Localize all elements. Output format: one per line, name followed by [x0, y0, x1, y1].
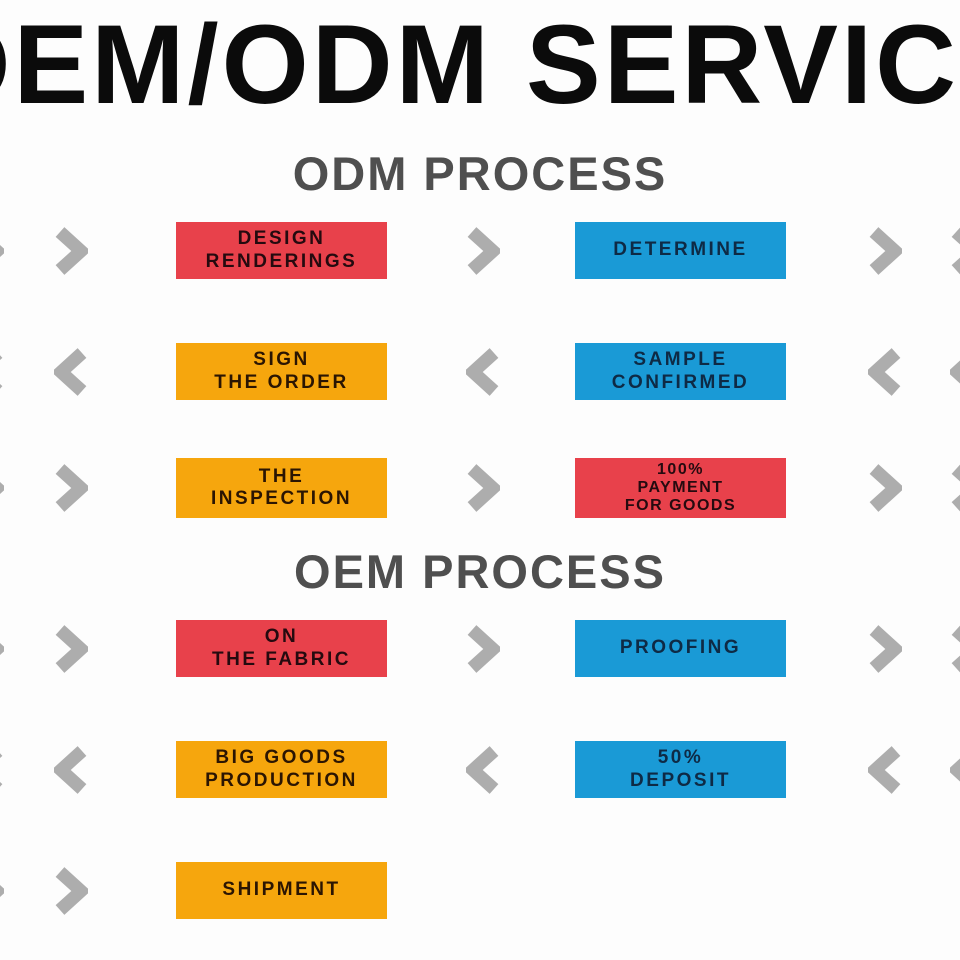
step-on-the-fabric: ON THE FABRIC — [176, 620, 387, 677]
chevron-right-icon — [0, 464, 4, 512]
chevron-left-icon — [0, 745, 4, 794]
section-heading-oem: OEM PROCESS — [294, 545, 666, 598]
step-label: ON THE FABRIC — [212, 626, 351, 670]
chevron-right-icon — [950, 464, 960, 512]
chevron-right-icon — [54, 226, 88, 275]
chevron-right-icon — [950, 625, 960, 673]
chevron-left-icon — [54, 745, 88, 794]
step-big-goods-production: BIG GOODS PRODUCTION — [176, 741, 387, 798]
chevron-right-icon — [868, 624, 902, 673]
chevron-left-icon — [868, 347, 902, 396]
step-label: 100% PAYMENT FOR GOODS — [624, 461, 737, 514]
step-50-percent-deposit: 50% DEPOSIT — [575, 741, 786, 798]
process-row: SIGN THE ORDER SAMPLE CONFIRMED — [0, 343, 960, 400]
step-label: PROOFING — [619, 637, 742, 659]
process-row: SHIPMENT — [0, 862, 960, 919]
chevron-left-icon — [0, 347, 4, 396]
step-shipment: SHIPMENT — [176, 862, 387, 919]
chevron-right-icon — [466, 624, 500, 673]
step-label: DETERMINE — [613, 239, 748, 261]
step-sign-the-order: SIGN THE ORDER — [176, 343, 387, 400]
step-label: DESIGN RENDERINGS — [205, 228, 358, 272]
section-heading-odm: ODM PROCESS — [292, 147, 668, 200]
process-row: ON THE FABRIC PROOFING — [0, 620, 960, 677]
chevron-right-icon — [0, 867, 4, 915]
page-title: OEM/ODM SERVICE — [0, 2, 960, 127]
step-proofing: PROOFING — [575, 620, 786, 677]
step-label: SAMPLE CONFIRMED — [611, 349, 750, 393]
chevron-left-icon — [466, 347, 500, 396]
chevron-left-icon — [950, 745, 960, 794]
chevron-right-icon — [54, 464, 88, 512]
chevron-left-icon — [54, 347, 88, 396]
chevron-right-icon — [950, 227, 960, 275]
chevron-right-icon — [868, 226, 902, 275]
process-row: THE INSPECTION 100% PAYMENT FOR GOODS — [0, 458, 960, 518]
chevron-left-icon — [868, 745, 902, 794]
step-label: THE INSPECTION — [210, 465, 353, 509]
step-design-renderings: DESIGN RENDERINGS — [176, 222, 387, 279]
chevron-right-icon — [54, 624, 88, 673]
process-row: BIG GOODS PRODUCTION 50% DEPOSIT — [0, 741, 960, 798]
chevron-left-icon — [950, 347, 960, 396]
step-100-percent-payment: 100% PAYMENT FOR GOODS — [575, 458, 786, 518]
chevron-right-icon — [466, 226, 500, 275]
chevron-right-icon — [0, 625, 4, 673]
chevron-right-icon — [54, 866, 88, 915]
step-label: SIGN THE ORDER — [214, 349, 349, 393]
chevron-right-icon — [868, 464, 902, 512]
step-sample-confirmed: SAMPLE CONFIRMED — [575, 343, 786, 400]
step-the-inspection: THE INSPECTION — [176, 458, 387, 518]
chevron-left-icon — [466, 745, 500, 794]
step-label: SHIPMENT — [222, 879, 341, 901]
chevron-right-icon — [466, 464, 500, 512]
process-row: DESIGN RENDERINGS DETERMINE — [0, 222, 960, 279]
chevron-right-icon — [0, 227, 4, 275]
step-determine: DETERMINE — [575, 222, 786, 279]
step-label: BIG GOODS PRODUCTION — [205, 747, 358, 791]
step-label: 50% DEPOSIT — [630, 747, 731, 791]
